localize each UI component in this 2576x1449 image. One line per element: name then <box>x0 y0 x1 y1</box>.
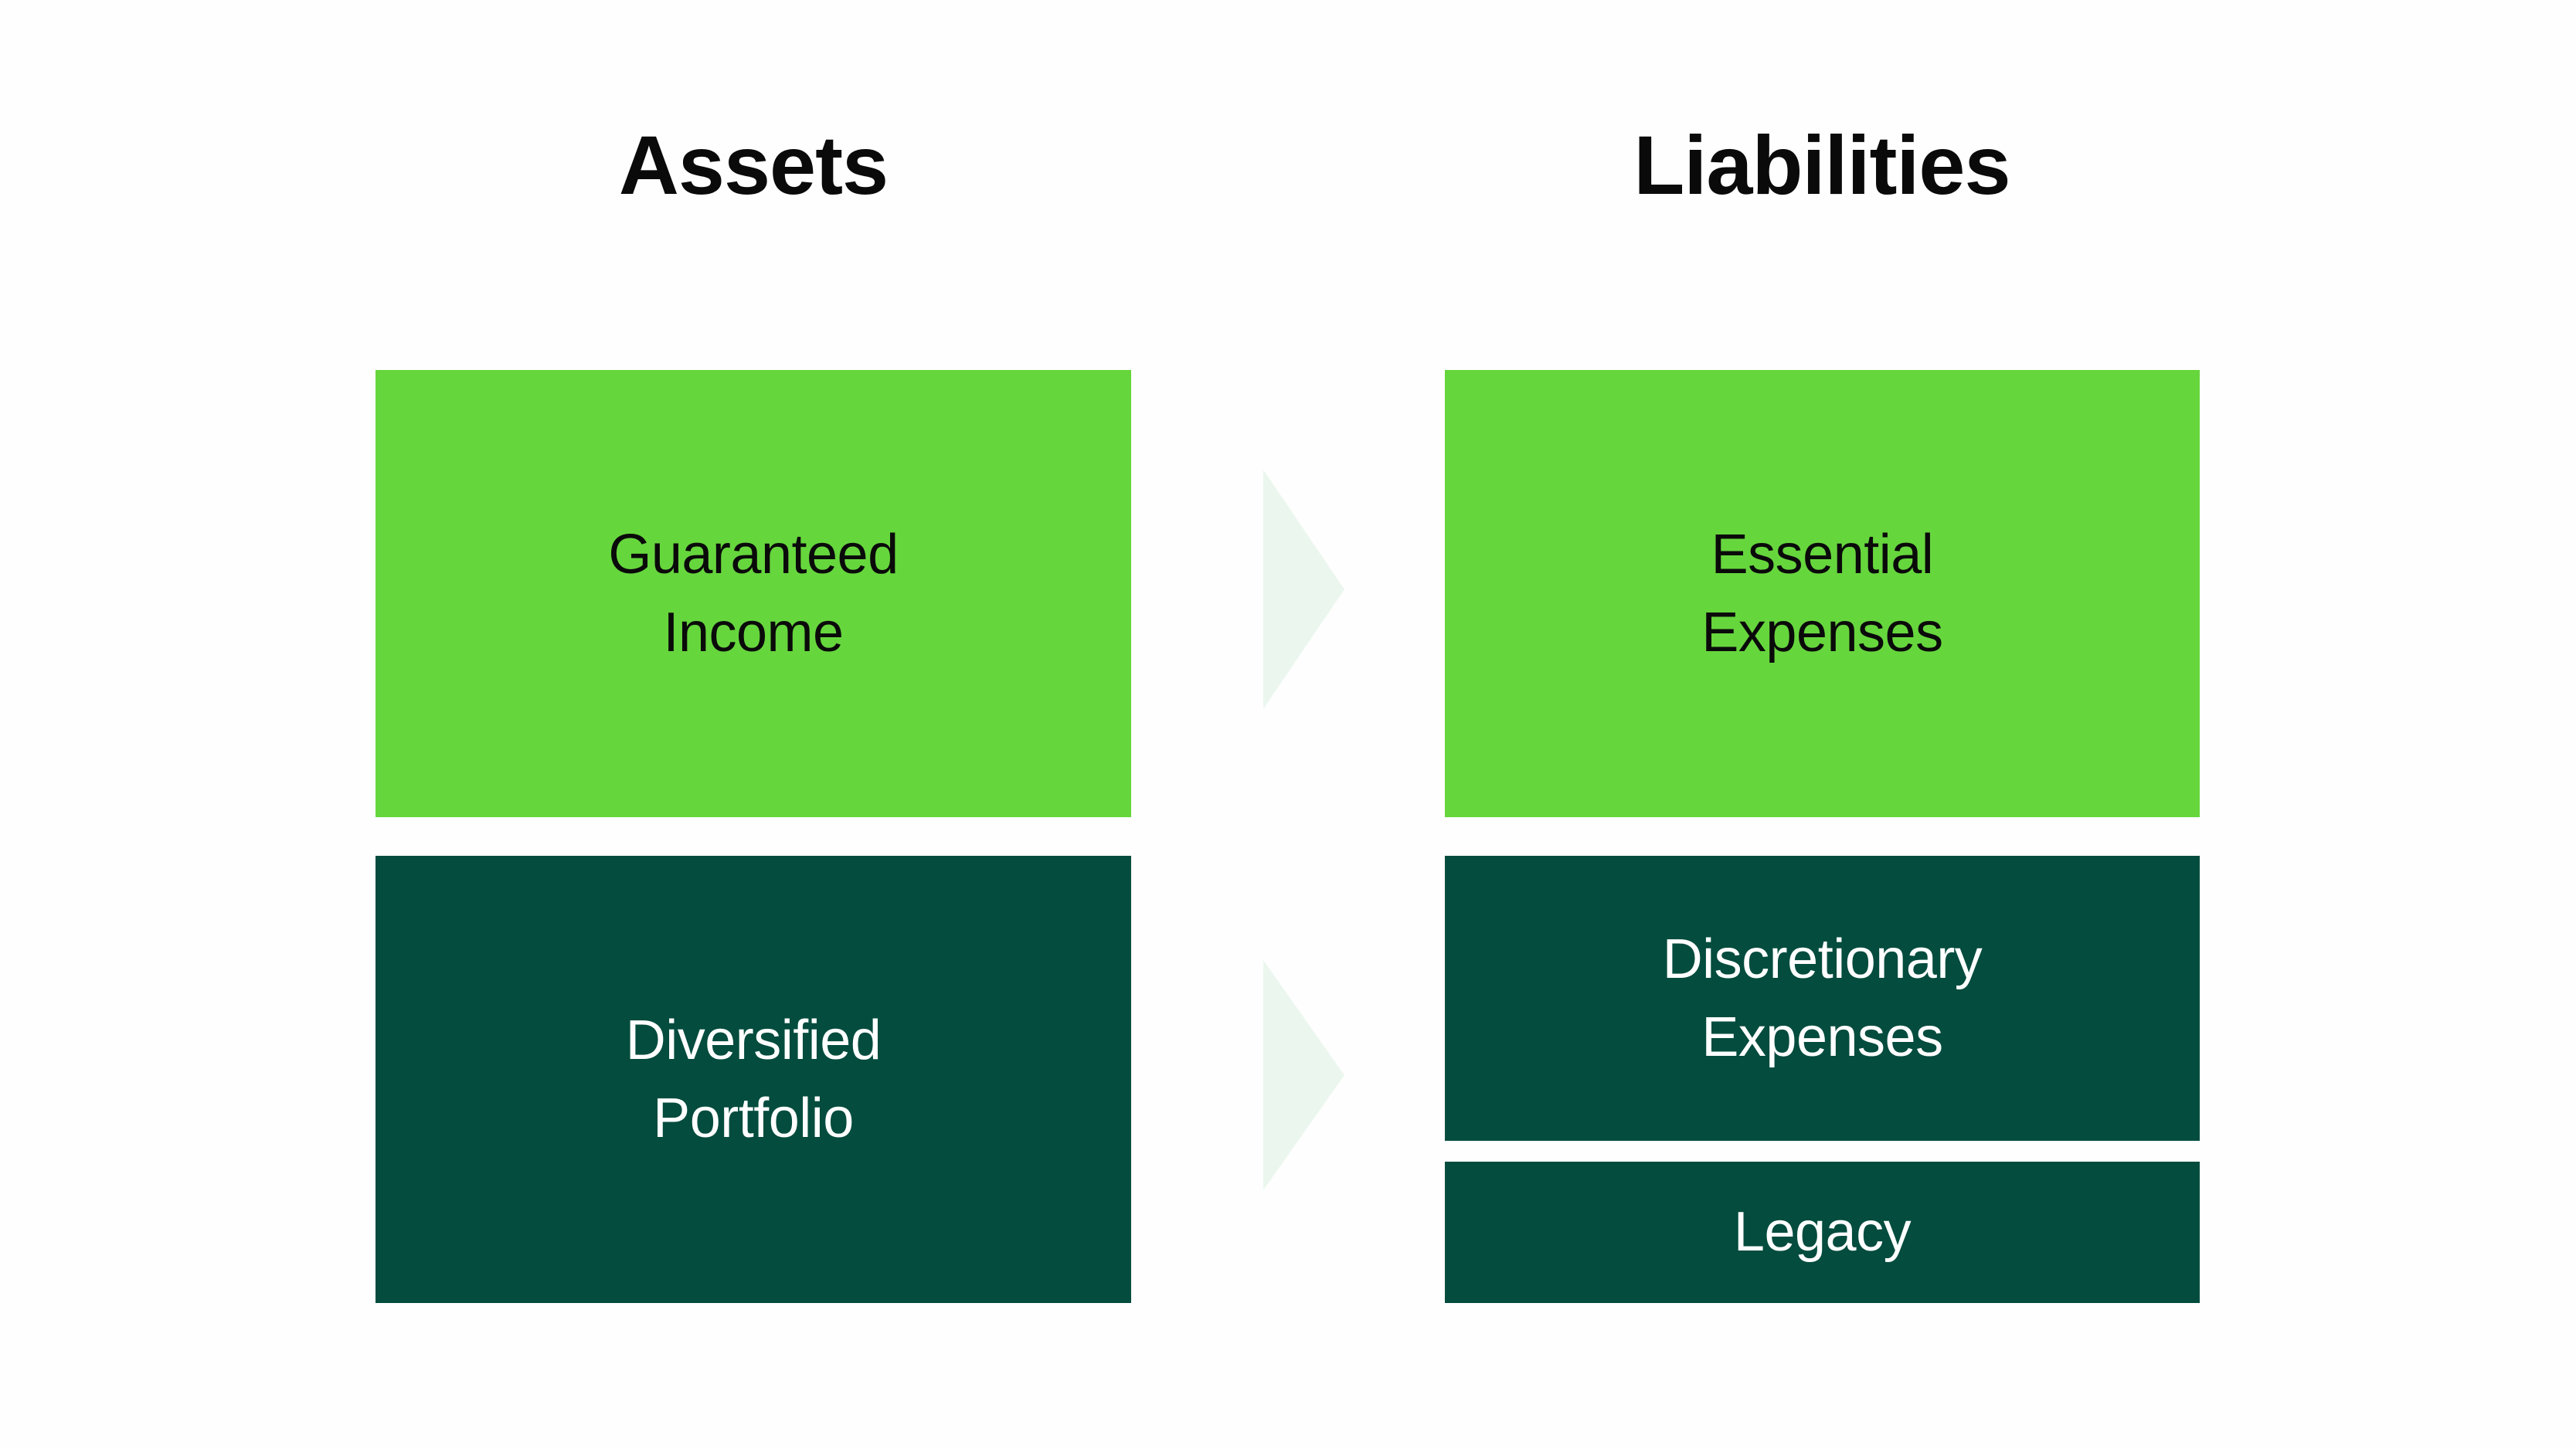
asset-box-diversified-portfolio-label: Diversified Portfolio <box>625 1009 882 1149</box>
asset-box-guaranteed-income[interactable]: Guaranteed Income <box>376 370 1131 817</box>
liability-box-discretionary-expenses[interactable]: Discretionary Expenses <box>1445 856 2200 1141</box>
liability-box-legacy[interactable]: Legacy <box>1445 1162 2200 1303</box>
asset-box-diversified-portfolio[interactable]: Diversified Portfolio <box>376 856 1131 1303</box>
liability-box-legacy-label: Legacy <box>1733 1201 1912 1264</box>
column-title-assets: Assets <box>618 118 889 212</box>
liability-box-essential-expenses-label: Essential Expenses <box>1701 523 1943 663</box>
column-title-liabilities: Liabilities <box>1633 118 2010 212</box>
arrow-right-icon-diversified-portfolio-to-discretionary-expenses <box>1263 960 1344 1190</box>
liability-box-essential-expenses[interactable]: Essential Expenses <box>1445 370 2200 817</box>
liability-box-discretionary-expenses-label: Discretionary Expenses <box>1662 928 1983 1068</box>
arrow-right-icon-guaranteed-income-to-essential-expenses <box>1263 470 1344 709</box>
asset-box-guaranteed-income-label: Guaranteed Income <box>608 523 899 663</box>
